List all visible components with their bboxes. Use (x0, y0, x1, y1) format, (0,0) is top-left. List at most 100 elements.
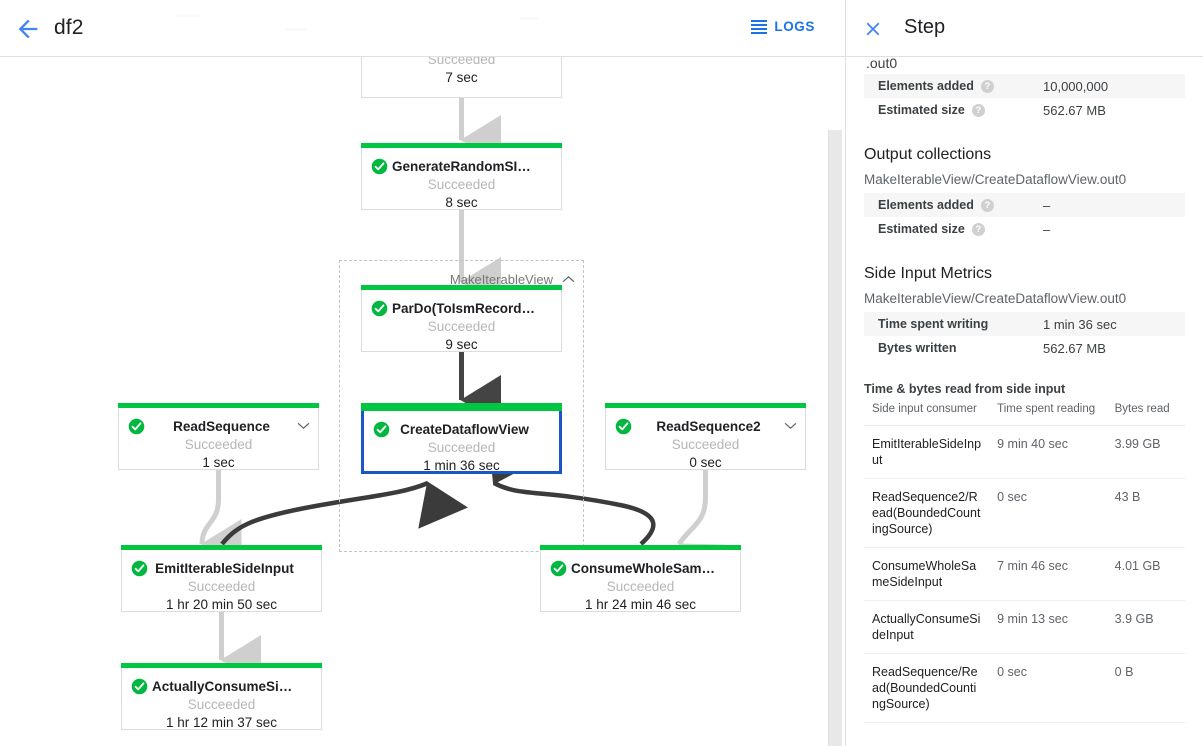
metric-label: Elements added? (864, 193, 1035, 217)
metric-value: 562.67 MB (1043, 340, 1106, 356)
arrow-left-icon (18, 19, 38, 39)
node-status: Succeeded (187, 697, 256, 712)
graph-edges (199, 98, 726, 685)
status-success-icon (371, 158, 388, 175)
chevron-down-icon[interactable] (297, 421, 310, 430)
node-title: ReadSequence2 (656, 419, 761, 434)
node-title: ParDo(ToIsmRecordFor… (392, 301, 557, 316)
node-status-accent (118, 403, 319, 408)
status-success-icon (131, 560, 148, 577)
node-status-accent (361, 143, 562, 148)
metric-value: – (1043, 197, 1051, 213)
job-graph-region: df2 LOGS (0, 15, 845, 746)
node-status: Succeeded (671, 437, 740, 452)
top-metric-row: Elements added?10,000,000 (864, 74, 1185, 98)
metric-label: Estimated size? (864, 217, 1035, 241)
help-icon[interactable]: ? (971, 223, 985, 237)
node-title: ConsumeWholeSameSi… (571, 561, 736, 576)
table-cell: 3.9 GB (1106, 600, 1185, 654)
node-duration: 0 sec (689, 455, 722, 470)
status-success-icon (550, 560, 567, 577)
ghost-mark (520, 17, 538, 20)
table-cell: EmitIterableSideInput (864, 425, 990, 479)
status-success-icon (128, 418, 145, 435)
ghost-mark (285, 28, 307, 31)
chevron-down-icon[interactable] (784, 421, 797, 430)
graph-node-actually-consume-side-input[interactable]: ActuallyConsumeSideI… Succeeded 1 hr 12 mi… (121, 663, 322, 730)
output-collection-metric-row: Estimated size?– (864, 217, 1185, 241)
panel-scrollbar[interactable] (828, 130, 842, 746)
logs-button[interactable]: LOGS (751, 19, 815, 34)
page-title: df2 (54, 16, 84, 39)
status-success-icon (131, 678, 148, 695)
node-status-accent (121, 545, 322, 550)
node-title: ActuallyConsumeSideI… (152, 679, 312, 694)
node-duration: 1 sec (202, 455, 235, 470)
side-input-table-title: Time & bytes read from side input (864, 382, 1066, 396)
node-duration: 1 hr 12 min 37 sec (165, 715, 278, 730)
node-status: Succeeded (427, 319, 496, 334)
output-collections-table: Elements added?–Estimated size?– (864, 193, 1185, 241)
table-cell: 0 sec (989, 653, 1107, 723)
status-success-icon (373, 421, 390, 438)
status-success-icon (615, 418, 632, 435)
table-cell: ReadSequence2/Read(BoundedCountingSource… (864, 478, 990, 548)
node-title: CreateDataflowView (400, 422, 529, 437)
column-header: Time spent reading (989, 400, 1107, 426)
node-title: GenerateRandomSIData (392, 159, 547, 174)
logs-button-label: LOGS (774, 19, 815, 34)
metric-value: – (1043, 221, 1051, 237)
status-success-icon (131, 560, 148, 577)
node-status-accent (361, 285, 562, 290)
help-icon[interactable]: ? (980, 80, 994, 94)
node-status-accent (540, 545, 741, 550)
table-cell: 3.99 GB (1106, 425, 1185, 479)
node-status-accent (121, 663, 322, 668)
node-duration: 8 sec (445, 195, 478, 210)
table-cell: 43 B (1106, 478, 1185, 548)
help-icon[interactable]: ? (980, 199, 994, 213)
table-cell: 0 B (1106, 653, 1185, 723)
status-success-icon (128, 418, 145, 435)
close-button[interactable] (862, 18, 884, 40)
node-status: Succeeded (187, 579, 256, 594)
node-status: Succeeded (427, 57, 496, 67)
help-icon[interactable]: ? (971, 104, 985, 118)
graph-node-pardo-toismrecordfor[interactable]: ParDo(ToIsmRecordFor… Succeeded 9 sec (361, 285, 562, 352)
back-button[interactable] (14, 15, 42, 43)
table-cell: 0 sec (989, 478, 1107, 548)
side-input-metrics-subtitle: MakeIterableView/CreateDataflowView.out0 (864, 291, 1127, 306)
table-row: ReadSequence/Read(BoundedCountingSource)… (864, 653, 1185, 723)
node-title: ReadSequence (173, 419, 270, 434)
metric-label: Elements added? (864, 74, 1035, 98)
chevron-up-icon[interactable] (562, 275, 575, 284)
status-success-icon (131, 678, 148, 695)
status-success-icon (371, 300, 388, 317)
table-cell: 9 min 13 sec (989, 600, 1107, 654)
graph-group-makeiterableview[interactable]: MakeIterableView (339, 260, 584, 552)
table-cell: ConsumeWholeSameSideInput (864, 547, 990, 601)
metric-value: 1 min 36 sec (1043, 316, 1117, 332)
status-success-icon (373, 421, 390, 438)
column-header: Side input consumer (864, 400, 990, 426)
panel-title: Step (904, 16, 946, 38)
node-duration: 9 sec (445, 337, 478, 352)
node-status-accent (361, 403, 562, 411)
